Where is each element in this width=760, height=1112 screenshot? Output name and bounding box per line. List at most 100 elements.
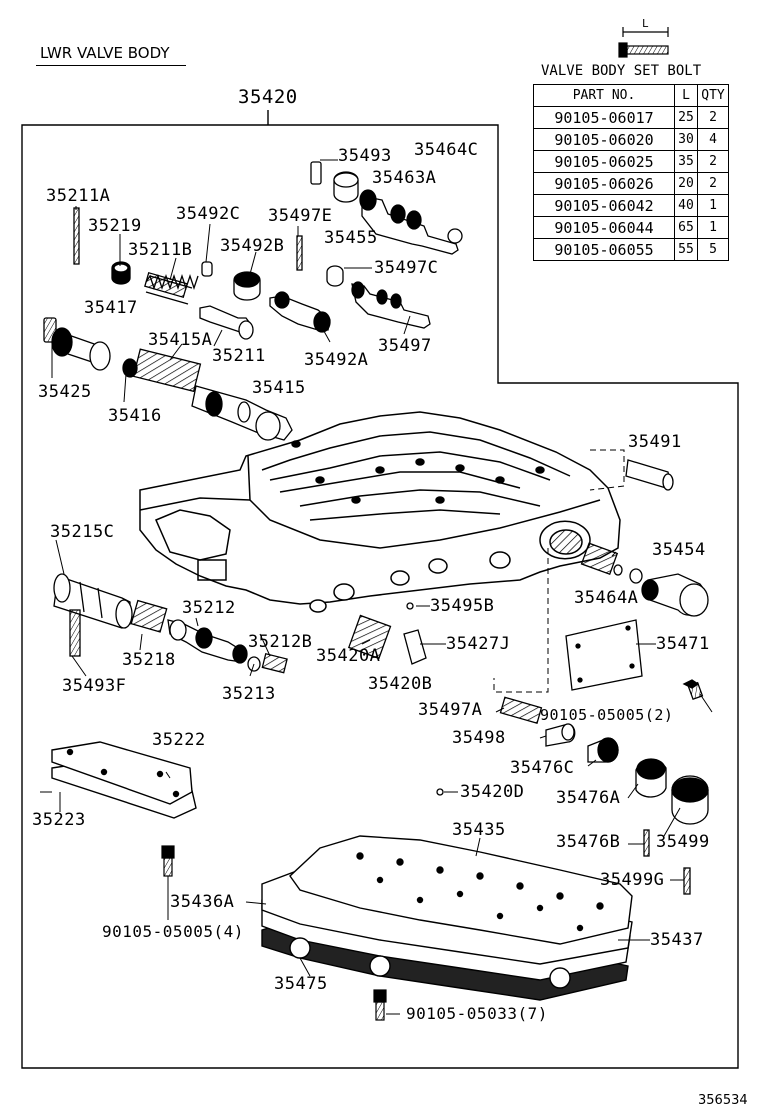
lower-valve-body-casting — [139, 411, 621, 613]
table-row: 90105-06026 20 2 — [533, 172, 729, 195]
part-label: 35476A — [556, 788, 621, 808]
part-label: 35495B — [430, 596, 495, 616]
part-label: 35420D — [460, 782, 525, 802]
cell-part: 90105-06042 — [533, 194, 675, 217]
cell-l: 65 — [674, 216, 698, 239]
header-qty: QTY — [697, 84, 729, 107]
part-label: 35211A — [46, 186, 111, 206]
part-label: 35219 — [88, 216, 142, 236]
part-label: 35213 — [222, 684, 276, 704]
part-label: 35218 — [122, 650, 176, 670]
header-part-no: PART NO. — [533, 84, 675, 107]
part-label: 35427J — [446, 634, 511, 654]
assembly-number: 35420 — [238, 86, 298, 108]
part-label: 35499G — [600, 870, 665, 890]
part-label: 35493F — [62, 676, 127, 696]
part-label: 35223 — [32, 810, 86, 830]
part-label: 35425 — [38, 382, 92, 402]
cell-part: 90105-06017 — [533, 106, 675, 129]
table-row: 90105-06025 35 2 — [533, 150, 729, 173]
assembly-frame — [21, 110, 739, 1069]
part-label: 35417 — [84, 298, 138, 318]
part-label: 35476C — [510, 758, 575, 778]
part-label: 35464A — [574, 588, 639, 608]
part-label: 35415A — [148, 330, 213, 350]
part-label: 35420A — [316, 646, 381, 666]
part-label: 35455 — [324, 228, 378, 248]
spool-valve-left-35415 — [43, 317, 293, 441]
part-label: 35471 — [656, 634, 710, 654]
table-row: 90105-06055 55 5 — [533, 238, 729, 261]
cell-part: 90105-06055 — [533, 238, 675, 261]
table-row: 90105-06044 65 1 — [533, 216, 729, 239]
part-label: 35492B — [220, 236, 285, 256]
cell-l: 55 — [674, 238, 698, 261]
part-label: 35464C — [414, 140, 479, 160]
part-label: 35211 — [212, 346, 266, 366]
part-label: 35499 — [656, 832, 710, 852]
header-l: L — [674, 84, 698, 107]
right-side-parts — [499, 459, 709, 895]
part-label: 35212 — [182, 598, 236, 618]
part-label: 35497C — [374, 258, 439, 278]
part-label: 35222 — [152, 730, 206, 750]
cell-qty: 2 — [697, 106, 729, 129]
part-label: 90105-05005(4) — [102, 922, 244, 941]
cell-part: 90105-06020 — [533, 128, 675, 151]
part-label: 35475 — [274, 974, 328, 994]
part-label: 35416 — [108, 406, 162, 426]
cell-part: 90105-06044 — [533, 216, 675, 239]
part-label: 35454 — [652, 540, 706, 560]
cell-qty: 4 — [697, 128, 729, 151]
table-row: 90105-06042 40 1 — [533, 194, 729, 217]
reference-number: 356534 — [698, 1093, 748, 1108]
part-label: 90105-05033(7) — [406, 1004, 548, 1023]
part-label: 35492A — [304, 350, 369, 370]
cell-qty: 1 — [697, 194, 729, 217]
cover-plates-left — [51, 741, 197, 819]
part-label: 35436A — [170, 892, 235, 912]
diagram-title: LWR VALVE BODY — [40, 44, 170, 62]
cell-qty: 1 — [697, 216, 729, 239]
table-row: 90105-06020 30 4 — [533, 128, 729, 151]
part-label: 35420B — [368, 674, 433, 694]
cell-l: 25 — [674, 106, 698, 129]
part-label: 35498 — [452, 728, 506, 748]
part-label: 35497E — [268, 206, 333, 226]
cell-part: 90105-06026 — [533, 172, 675, 195]
bolt-table-caption: VALVE BODY SET BOLT — [541, 63, 702, 79]
part-label: 35215C — [50, 522, 115, 542]
cell-l: 20 — [674, 172, 698, 195]
part-label: 35497 — [378, 336, 432, 356]
part-label: 35463A — [372, 168, 437, 188]
part-label: 35415 — [252, 378, 306, 398]
dashed-leaders — [493, 449, 625, 693]
cell-part: 90105-06025 — [533, 150, 675, 173]
cell-qty: 2 — [697, 150, 729, 173]
part-label: 35212B — [248, 632, 313, 652]
part-label: 35476B — [556, 832, 621, 852]
part-label: 35437 — [650, 930, 704, 950]
bolt-table-header: PART NO. L QTY — [533, 84, 729, 107]
left-lower-parts — [53, 573, 444, 796]
cell-qty: 5 — [697, 238, 729, 261]
part-label: 90105-05005(2) — [540, 706, 674, 724]
part-label: 35435 — [452, 820, 506, 840]
part-label: 35497A — [418, 700, 483, 720]
part-label: 35493 — [338, 146, 392, 166]
part-label: 35211B — [128, 240, 193, 260]
cell-qty: 2 — [697, 172, 729, 195]
cell-l: 35 — [674, 150, 698, 173]
cell-l: 40 — [674, 194, 698, 217]
title-underline — [36, 65, 186, 66]
table-row: 90105-06017 25 2 — [533, 106, 729, 129]
bolt-length-label: L — [642, 17, 650, 30]
spool-valves-upper — [73, 161, 463, 340]
separator-plates-stack — [261, 835, 633, 1001]
bolt-table: PART NO. L QTY 90105-06017 25 2 90105-06… — [533, 84, 729, 261]
part-label: 35492C — [176, 204, 241, 224]
bolts-lower — [161, 845, 387, 1021]
bolt-icon — [618, 27, 669, 58]
leader-lines — [40, 159, 713, 1015]
